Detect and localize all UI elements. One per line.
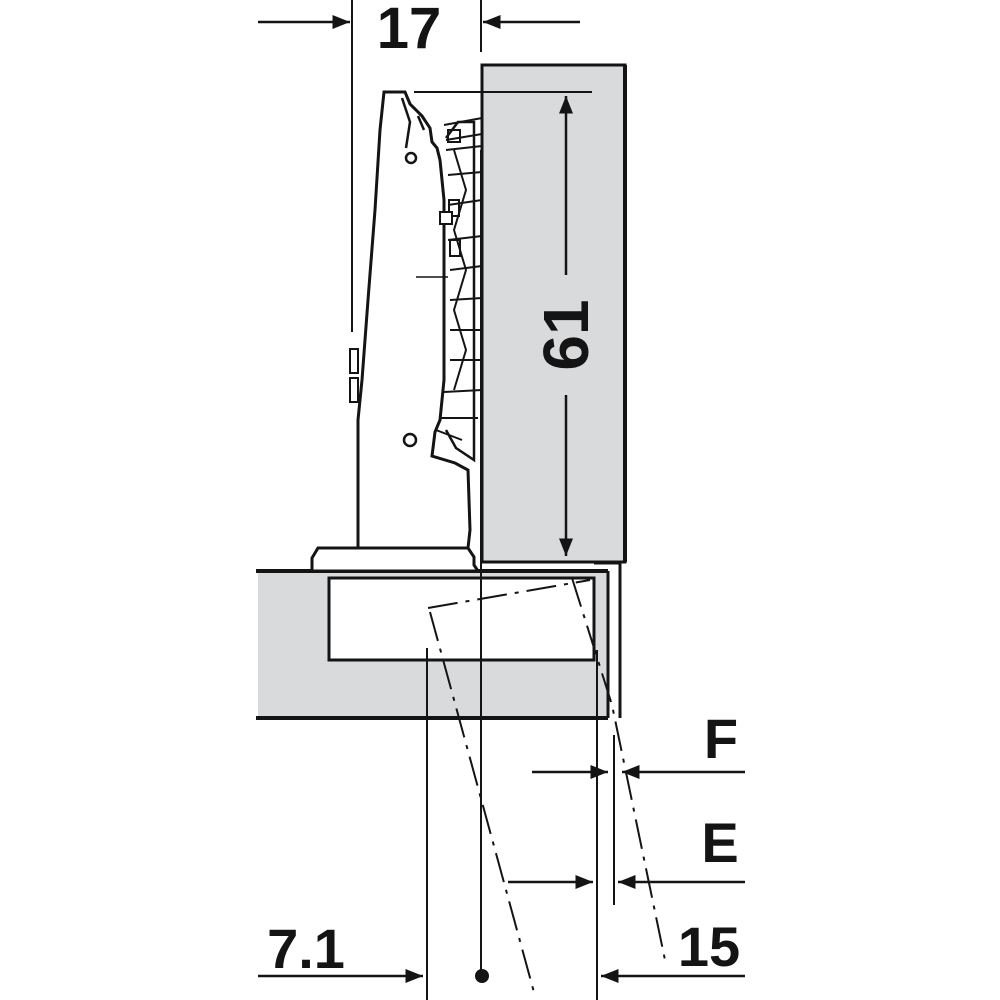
mounting-plate (310, 546, 481, 573)
center-point (475, 969, 489, 983)
hinge-cup (327, 576, 596, 662)
dim-17-label: 17 (377, 0, 442, 61)
door-panel (480, 63, 627, 564)
dim-61-label: 61 (530, 299, 602, 370)
dim-E-label: E (701, 811, 738, 874)
dim-15-label: 15 (678, 915, 740, 978)
dim-7-1-label: 7.1 (267, 917, 345, 980)
dim-F-label: F (704, 707, 738, 770)
hinge-arm (356, 90, 472, 550)
